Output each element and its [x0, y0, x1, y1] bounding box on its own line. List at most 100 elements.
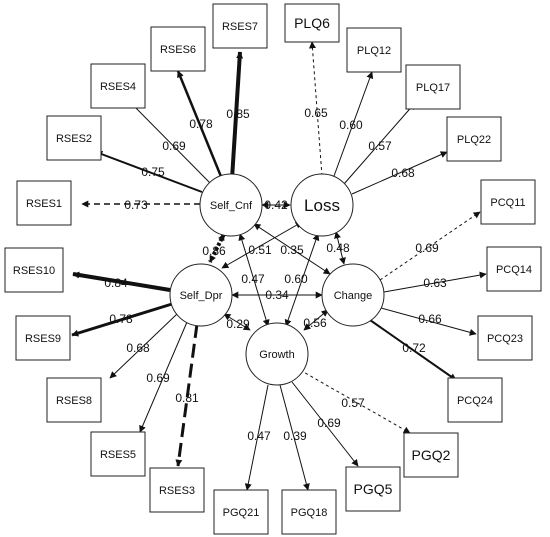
corr-label-loss-growth: 0.60 — [284, 272, 308, 286]
path-plq17 — [343, 102, 416, 185]
indicator-rses6: RSES6 — [150, 26, 206, 72]
indicator-pcq11: PCQ11 — [480, 179, 536, 225]
loading-pcq24: 0.72 — [402, 341, 426, 355]
indicator-rses4: RSES4 — [90, 63, 146, 109]
corr-loss-growth — [284, 233, 320, 327]
indicator-label: PLQ12 — [357, 45, 391, 57]
latent-factors: Self_Cnf Loss Self_Dpr Change Growth — [169, 173, 385, 386]
corr-label-loss-change: 0.48 — [326, 241, 350, 255]
indicator-label: RSES2 — [56, 133, 92, 145]
path-rses2 — [95, 150, 203, 193]
corr-label-dpr-growth: 0.29 — [226, 317, 250, 331]
indicator-rses7: RSES7 — [212, 3, 268, 49]
loading-pgq2: 0.57 — [341, 396, 365, 410]
indicator-boxes: RSES7 PLQ6 RSES6 PLQ12 RSES4 PLQ17 RSES2 — [4, 3, 542, 535]
loading-rses3: 0.81 — [175, 391, 199, 405]
corr-label-cnf-change: 0.35 — [280, 243, 304, 257]
loading-rses1: 0.73 — [124, 198, 148, 212]
indicator-label: RSES10 — [13, 265, 55, 277]
indicator-rses10: RSES10 — [4, 247, 64, 293]
loading-rses2: 0.75 — [141, 165, 165, 179]
path-pcq11 — [379, 211, 481, 281]
path-rses6 — [176, 70, 224, 180]
path-rses10 — [72, 271, 171, 292]
path-rses7 — [230, 51, 244, 180]
path-rses3 — [175, 323, 199, 467]
latent-label: Self_Cnf — [210, 200, 253, 212]
loading-plq22: 0.68 — [391, 166, 415, 180]
corr-label-cnf-growth: 0.47 — [241, 272, 265, 286]
latent-change: Change — [321, 263, 385, 327]
path-rses5 — [139, 321, 188, 433]
indicator-label: PLQ17 — [416, 82, 450, 94]
corr-loss-change — [334, 231, 346, 265]
corr-label-dpr-change: 0.34 — [265, 288, 289, 302]
latent-label: Growth — [259, 349, 294, 361]
indicator-rses5: RSES5 — [90, 431, 146, 477]
indicator-pgq5: PGQ5 — [345, 466, 401, 512]
indicator-label: RSES4 — [100, 81, 136, 93]
path-pgq18 — [279, 384, 310, 491]
indicator-label: PGQ21 — [223, 507, 260, 519]
loading-pcq14: 0.63 — [423, 276, 447, 290]
path-plq22 — [351, 151, 448, 195]
corr-label-loss-dpr: 0.51 — [248, 243, 272, 257]
path-rses4 — [129, 101, 213, 186]
loading-pgq18: 0.39 — [283, 429, 307, 443]
loading-rses7: 0.85 — [226, 107, 250, 121]
indicator-rses3: RSES3 — [149, 467, 205, 513]
indicator-rses2: RSES2 — [46, 115, 102, 161]
loading-rses10: 0.84 — [104, 276, 128, 290]
indicator-label: RSES3 — [159, 485, 195, 497]
path-rses9 — [71, 302, 173, 337]
loading-rses9: 0.78 — [109, 312, 133, 326]
indicator-plq22: PLQ22 — [446, 116, 502, 162]
loading-pgq5: 0.69 — [317, 416, 341, 430]
indicator-pcq23: PCQ23 — [477, 315, 533, 361]
indicator-label: PCQ23 — [487, 333, 523, 345]
path-pgq21 — [244, 384, 269, 491]
loading-pcq23: 0.66 — [418, 312, 442, 326]
corr-dpr-growth — [223, 313, 251, 331]
corr-label-change-growth: 0.56 — [303, 316, 327, 330]
corr-loss-dpr — [221, 221, 303, 269]
path-plq12 — [333, 71, 374, 177]
corr-label-cnf-dpr: 0.86 — [202, 244, 226, 258]
corr-label-cnf-loss: 0.42 — [264, 198, 288, 212]
indicator-rses1: RSES1 — [16, 180, 72, 226]
indicator-label: RSES9 — [25, 333, 61, 345]
loading-plq6: 0.65 — [304, 106, 328, 120]
latent-label: Self_Dpr — [180, 290, 223, 302]
indicator-pgq21: PGQ21 — [213, 489, 269, 535]
indicator-label: RSES7 — [222, 21, 258, 33]
indicator-plq6: PLQ6 — [284, 3, 340, 43]
indicator-pgq18: PGQ18 — [281, 489, 337, 535]
indicator-pcq24: PCQ24 — [447, 377, 503, 423]
latent-label: Loss — [304, 196, 340, 215]
path-pgq5 — [291, 381, 359, 467]
coefficient-labels: 0.85 0.78 0.69 0.75 0.73 0.84 0.78 0.68 … — [104, 106, 447, 443]
indicator-plq17: PLQ17 — [405, 64, 461, 110]
indicator-label: RSES8 — [56, 395, 92, 407]
indicator-label: RSES5 — [100, 449, 136, 461]
indicator-label: PGQ5 — [354, 481, 393, 497]
loading-rses6: 0.78 — [189, 117, 213, 131]
latent-self-cnf: Self_Cnf — [199, 173, 263, 237]
loading-plq12: 0.60 — [339, 118, 363, 132]
loading-rses8: 0.68 — [126, 341, 150, 355]
latent-self-dpr: Self_Dpr — [169, 263, 233, 327]
path-pcq23 — [380, 307, 477, 336]
indicator-label: RSES6 — [160, 44, 196, 56]
indicator-rses9: RSES9 — [15, 315, 71, 361]
latent-loss: Loss — [290, 173, 354, 237]
indicator-pgq2: PGQ2 — [403, 432, 459, 478]
indicator-label: PCQ24 — [457, 395, 493, 407]
path-plq6 — [308, 41, 323, 177]
loading-rses5: 0.69 — [146, 371, 170, 385]
indicator-label: PCQ14 — [496, 264, 532, 276]
paths — [71, 41, 487, 491]
path-rses8 — [109, 313, 178, 379]
path-pcq24 — [369, 319, 457, 381]
loading-plq17: 0.57 — [368, 139, 392, 153]
